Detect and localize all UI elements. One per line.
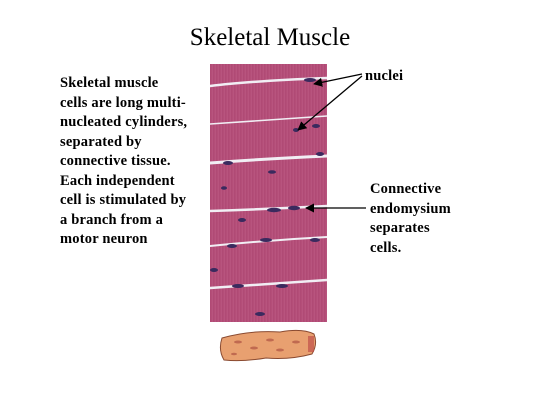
connective-label-line: separates (370, 220, 430, 236)
description-line: a branch from a (60, 211, 164, 228)
description-line: Each independent (60, 172, 175, 189)
connective-label-line: Connective (370, 181, 442, 197)
description-text: Skeletal muscle cells are long multi- nu… (60, 74, 220, 250)
description-line: cell is stimulated by (60, 192, 187, 208)
connective-label-line: cells. (370, 239, 402, 256)
muscle-cell-illustration (219, 329, 317, 362)
description-line: motor neuron (60, 231, 148, 247)
muscle-micrograph (210, 64, 327, 322)
description-line: nucleated cylinders, (60, 114, 188, 130)
connective-label-line: endomysium (370, 200, 451, 217)
connective-tissue-label: Connective endomysium separates cells. (370, 180, 490, 258)
slide-title: Skeletal Muscle (189, 24, 351, 51)
description-line: cells are long multi- (60, 94, 186, 111)
description-line: Skeletal muscle (60, 75, 159, 91)
description-line: separated by (60, 133, 142, 150)
nuclei-label: nuclei (365, 68, 404, 84)
description-line: connective tissue. (60, 153, 171, 169)
